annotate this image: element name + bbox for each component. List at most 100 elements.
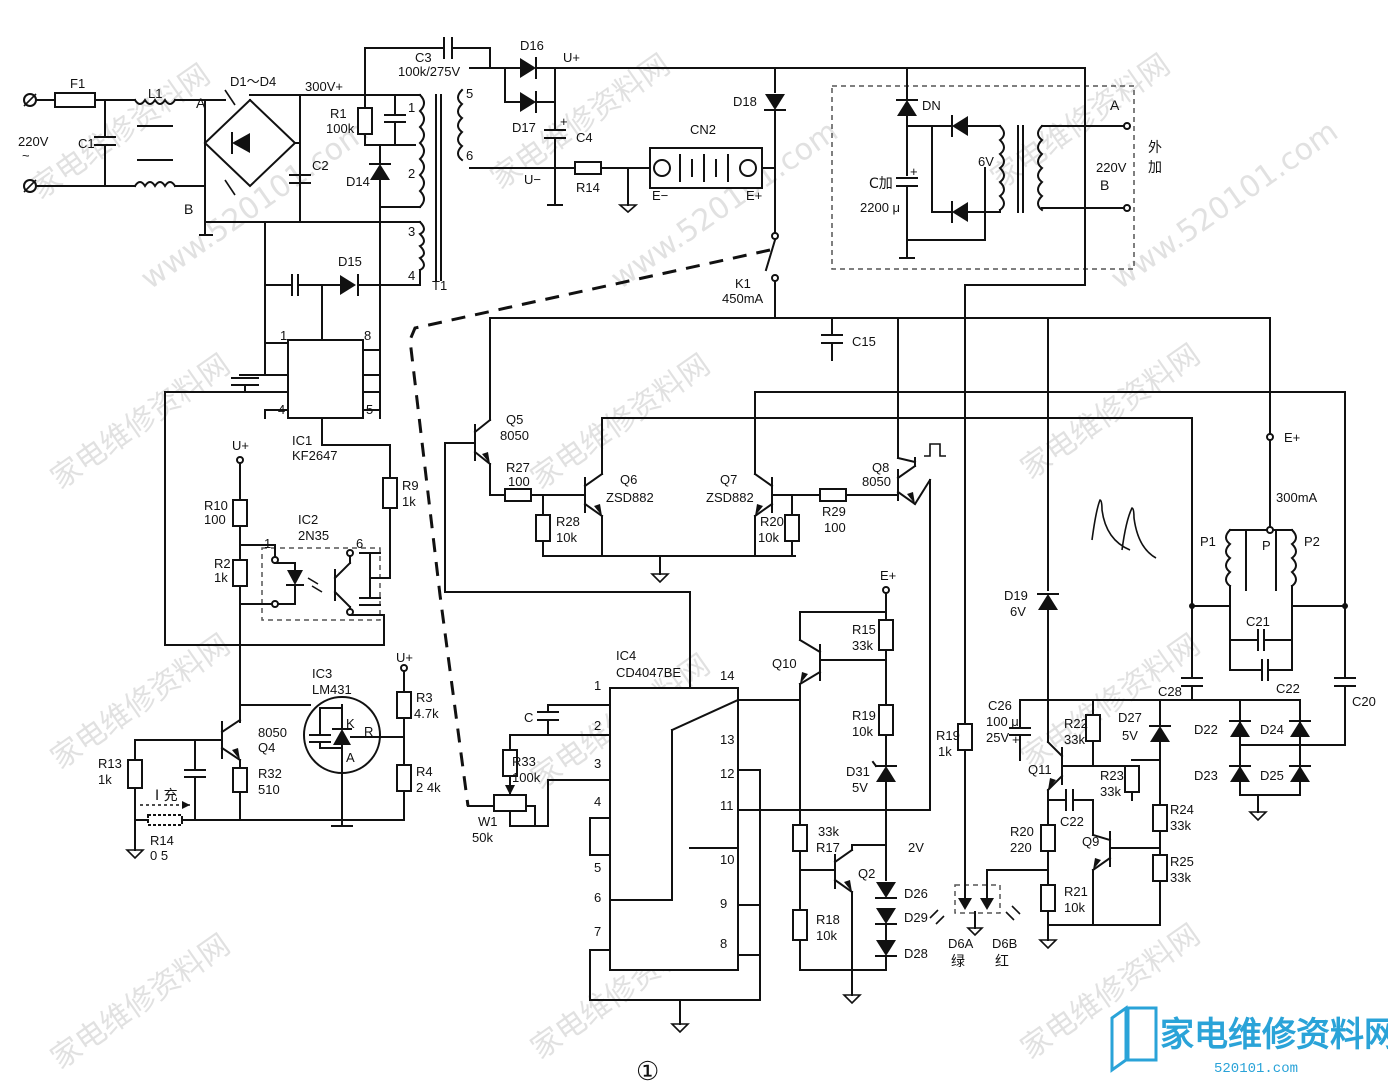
resistor-r25 xyxy=(1152,854,1168,882)
c21-label: C21 xyxy=(1246,614,1270,629)
ground-icon xyxy=(125,849,145,860)
potentiometer-w1[interactable] xyxy=(493,794,527,812)
d28-label: D28 xyxy=(904,946,928,961)
ext-label-2: 加 xyxy=(1148,160,1162,176)
d27-value: 5V xyxy=(1122,728,1138,743)
bridge-rectifier xyxy=(203,98,297,188)
ext-220v: 220V xyxy=(1096,160,1127,175)
switch-link xyxy=(408,248,771,807)
light-emit-icon xyxy=(1005,905,1021,921)
r29-value: 100 xyxy=(824,520,846,535)
transformer-secondary xyxy=(457,88,464,162)
r24-value: 33k xyxy=(1170,818,1191,833)
watermark-cn: 家电维修资料网 xyxy=(1015,337,1207,486)
transformer-aux xyxy=(418,220,425,272)
d16-label: D16 xyxy=(520,38,544,53)
secondary-section: D16 U+ D17 + C4 U− R14 CN2 E− E+ xyxy=(408,38,1086,807)
r21-label: R21 xyxy=(1064,884,1088,899)
ic4-pin14: 14 xyxy=(720,668,734,683)
k1-value: 450mA xyxy=(722,291,764,306)
ic1-part: KF2647 xyxy=(292,448,338,463)
d26-label: D26 xyxy=(904,886,928,901)
dn-label: DN xyxy=(922,98,941,113)
light-emit-icon xyxy=(929,909,945,925)
r14b-value: 0 5 xyxy=(150,848,168,863)
diode-d22 xyxy=(1230,721,1250,737)
r23-value: 33k xyxy=(1100,784,1121,799)
r3-label: R3 xyxy=(416,690,433,705)
r33-value: 100k xyxy=(512,770,541,785)
resistor-r28 xyxy=(535,514,551,542)
ic1-name: IC1 xyxy=(292,433,312,448)
q7-label: Q7 xyxy=(720,472,737,487)
fuse-f1 xyxy=(54,92,96,108)
r25-value: 33k xyxy=(1170,870,1191,885)
ic4-pin2: 2 xyxy=(594,718,601,733)
figure-number: ① xyxy=(636,1057,659,1087)
ic4-cd4047be xyxy=(609,687,739,971)
fuse-label: F1 xyxy=(70,76,85,91)
resistor-r29 xyxy=(819,488,847,502)
led-d6-package xyxy=(954,884,1001,914)
winding-p2 xyxy=(1290,528,1297,588)
q4-part: 8050 xyxy=(258,725,287,740)
c3-label: C3 xyxy=(415,50,432,65)
battery-rail: C15 E+ 300mA xyxy=(489,317,1318,531)
ic2-pin1: 1 xyxy=(264,536,271,551)
led-d6a xyxy=(958,898,972,910)
v2-label: 2V xyxy=(908,840,924,855)
d23-label: D23 xyxy=(1194,768,1218,783)
p2-label: P2 xyxy=(1304,534,1320,549)
indicator-section: R19 1k D6A 绿 D6B 红 D19 6V + C26 100 μ 25… xyxy=(929,317,1194,970)
r27-label: R27 xyxy=(506,460,530,475)
watermark-cn: 家电维修资料网 xyxy=(45,927,237,1076)
c-cap-label: C xyxy=(524,710,533,725)
ic2-pin6: 6 xyxy=(356,536,363,551)
transformer-primary xyxy=(418,93,425,209)
diode-d18 xyxy=(765,94,785,110)
watermark-cn: 家电维修资料网 xyxy=(1015,627,1207,776)
zener-d31 xyxy=(876,766,896,782)
ic3-section: IC3 LM431 K A R U+ R3 4.7k R4 2 4k xyxy=(98,650,441,863)
c26-label: C26 xyxy=(988,698,1012,713)
c2-label: C2 xyxy=(312,158,329,173)
c28-label: C28 xyxy=(1158,684,1182,699)
ic4-pin10: 10 xyxy=(720,852,734,867)
r22-label: R22 xyxy=(1064,716,1088,731)
winding-p1 xyxy=(1225,528,1232,588)
external-charger-box: DN + C加 2200 μ 6V A 220V B 外 加 xyxy=(831,67,1162,731)
resistor-r4 xyxy=(396,764,412,792)
ext-node-b: B xyxy=(1100,177,1109,193)
ext-node-a: A xyxy=(1110,97,1120,113)
d6a-label: D6A xyxy=(948,936,974,951)
ic4-pin8: 8 xyxy=(720,936,727,951)
r21-value: 10k xyxy=(1064,900,1085,915)
t1-pin5: 5 xyxy=(466,86,473,101)
r25-label: R25 xyxy=(1170,854,1194,869)
diode-d26 xyxy=(876,882,896,898)
c4-polarity: + xyxy=(560,114,568,129)
ic2-part: 2N35 xyxy=(298,528,329,543)
resistor-r14 xyxy=(574,161,602,175)
d31-value: 5V xyxy=(852,780,868,795)
r10-value: 100 xyxy=(204,512,226,527)
resistor-r14b xyxy=(147,814,183,826)
r14-label: R14 xyxy=(576,180,600,195)
c20-label: C20 xyxy=(1352,694,1376,709)
node-a-label: A xyxy=(196,95,206,111)
r17-label: R17 xyxy=(816,840,840,855)
ext-6v-label: 6V xyxy=(978,154,994,169)
cn2-e-plus: E+ xyxy=(746,188,762,203)
ext-transformer-secondary xyxy=(998,124,1005,212)
d14-label: D14 xyxy=(346,174,370,189)
ground-icon xyxy=(1038,939,1058,950)
d19-value: 6V xyxy=(1010,604,1026,619)
ic1-pin1: 1 xyxy=(280,328,287,343)
r1-label: R1 xyxy=(330,106,347,121)
resistor-r21 xyxy=(1040,884,1056,912)
t1-pin2: 2 xyxy=(408,166,415,181)
q4-label: Q4 xyxy=(258,740,275,755)
d24-label: D24 xyxy=(1260,722,1284,737)
resistor-r2 xyxy=(232,559,248,587)
r10-label: R10 xyxy=(204,498,228,513)
